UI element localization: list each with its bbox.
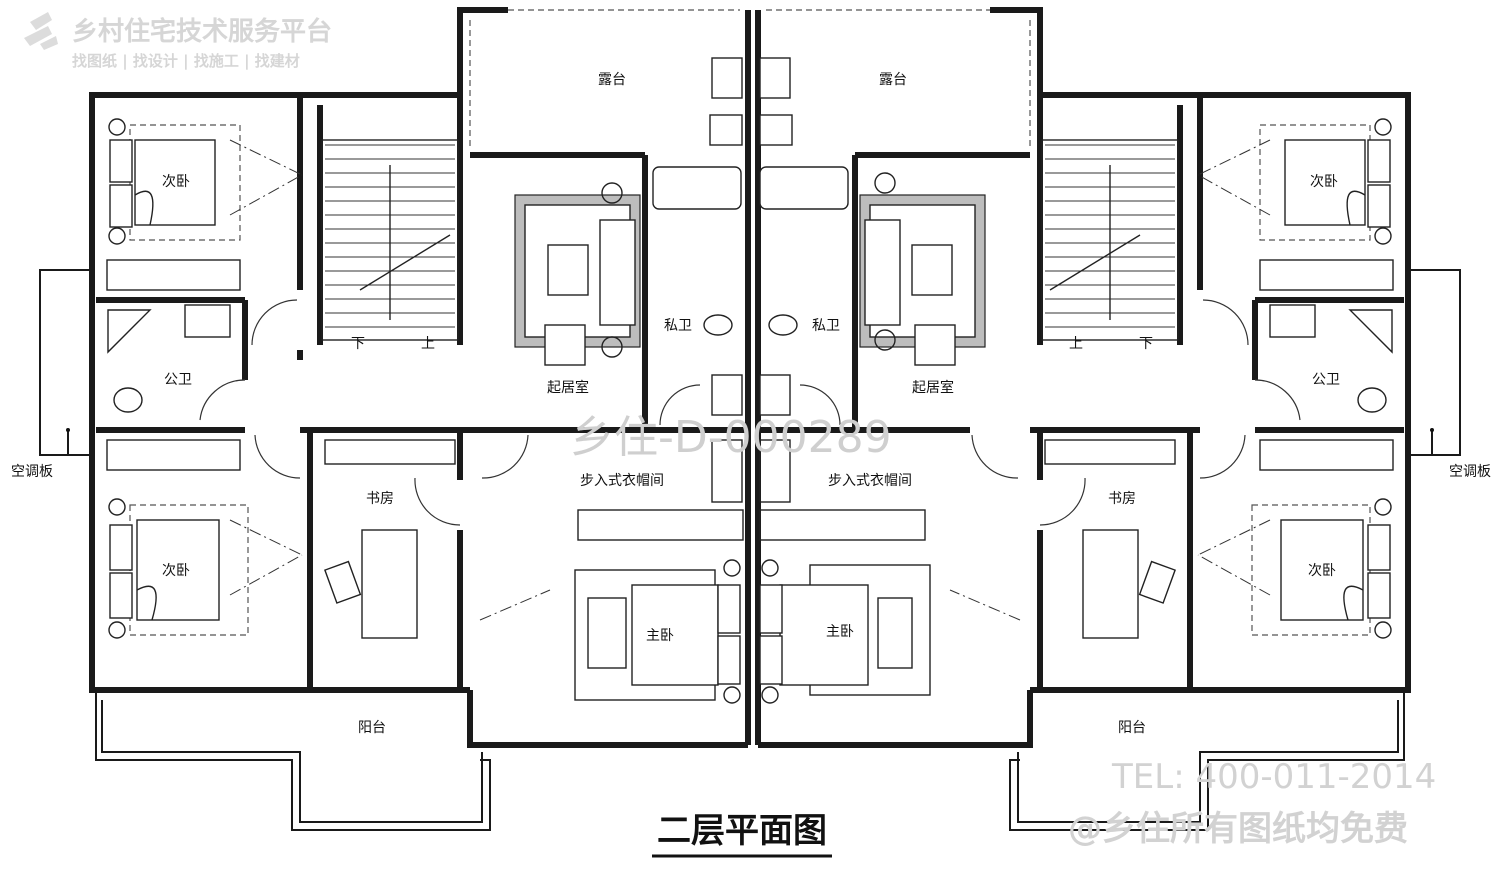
bed-top-right xyxy=(1259,118,1392,245)
label-ac-board-left: 空调板 xyxy=(11,464,53,480)
stair-right-up-label: 上 xyxy=(1069,336,1083,352)
living-furniture-left xyxy=(514,182,641,366)
wardrobes xyxy=(106,259,1394,541)
drawing-id-watermark: 乡住-D-000289 xyxy=(570,412,892,463)
private-bath-fixtures xyxy=(652,57,849,416)
window-sightlines xyxy=(229,139,1271,621)
label-walkin-right: 步入式衣帽间 xyxy=(828,473,912,489)
label-bedroom-top-left: 次卧 xyxy=(162,174,190,190)
platform-logo-icon xyxy=(24,12,58,50)
exterior-walls xyxy=(89,7,1411,748)
master-bed-right xyxy=(759,559,931,704)
platform-name: 乡村住宅技术服务平台 xyxy=(72,16,332,47)
label-terrace-left: 露台 xyxy=(598,72,626,88)
label-study-right: 书房 xyxy=(1108,491,1136,507)
tel-watermark: TEL: 400-011-2014 xyxy=(1111,757,1436,797)
label-master-right: 主卧 xyxy=(826,624,854,640)
door-swings xyxy=(199,299,1301,526)
living-furniture-right xyxy=(859,172,986,366)
stair-left-up-label: 上 xyxy=(421,336,435,352)
bed-bottom-right xyxy=(1251,498,1392,639)
platform-tagline: 找图纸 | 找设计 | 找施工 | 找建材 xyxy=(72,52,300,71)
label-bedroom-bottom-left: 次卧 xyxy=(162,563,190,579)
label-public-bath-left: 公卫 xyxy=(164,372,192,388)
study-desks xyxy=(324,529,1176,639)
stair-left-down-label: 下 xyxy=(351,336,365,352)
label-master-left: 主卧 xyxy=(646,628,674,644)
label-ac-board-right: 空调板 xyxy=(1449,464,1491,480)
interior-walls-left xyxy=(96,95,745,690)
master-bed-left xyxy=(574,559,741,704)
interior-walls-right xyxy=(760,95,1404,690)
label-bedroom-top-right: 次卧 xyxy=(1310,174,1338,190)
ac-boards xyxy=(39,269,1461,456)
balconies xyxy=(95,692,1405,831)
label-private-bath-right: 私卫 xyxy=(812,318,840,334)
bed-bottom-left xyxy=(108,498,249,639)
label-public-bath-right: 公卫 xyxy=(1312,372,1340,388)
bed-top-left xyxy=(108,118,241,245)
label-living-left: 起居室 xyxy=(547,379,589,396)
free-notice-watermark: @乡住所有图纸均免费 xyxy=(1068,809,1408,849)
public-bath-fixtures xyxy=(107,304,1393,413)
stair-right-down-label: 下 xyxy=(1139,336,1153,352)
drawing-title: 二层平面图 xyxy=(657,811,827,851)
terrace-railings xyxy=(469,9,1031,150)
label-private-bath-left: 私卫 xyxy=(664,318,692,334)
label-terrace-right: 露台 xyxy=(879,72,907,88)
label-living-right: 起居室 xyxy=(912,379,954,396)
label-walkin-left: 步入式衣帽间 xyxy=(580,473,664,489)
label-balcony-right: 阳台 xyxy=(1118,720,1146,736)
label-bedroom-bottom-right: 次卧 xyxy=(1308,563,1336,579)
stair-right xyxy=(1041,139,1179,341)
label-balcony-left: 阳台 xyxy=(358,720,386,736)
stair-left xyxy=(321,139,459,341)
label-study-left: 书房 xyxy=(366,491,394,507)
